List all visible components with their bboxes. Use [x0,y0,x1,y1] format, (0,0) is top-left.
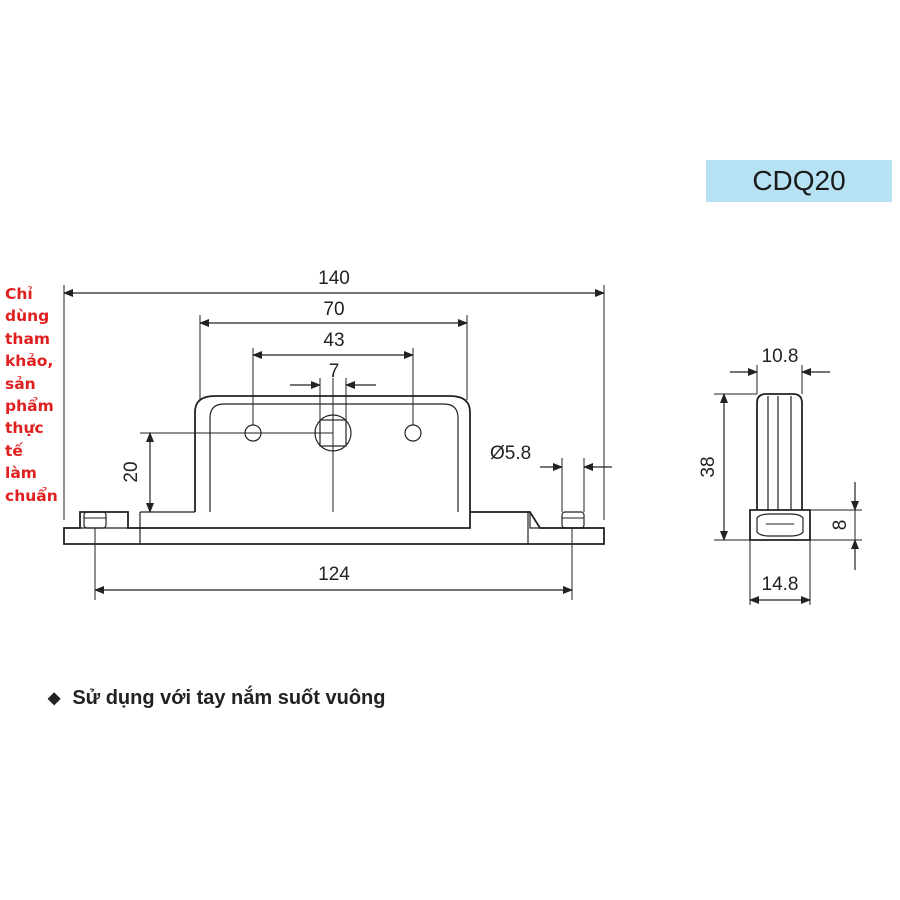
side-body-outline [756,393,803,510]
dim-height: 20 [121,461,142,482]
usage-note-text: Sử dụng với tay nắm suốt vuông [72,686,386,709]
disclaimer-note: Chỉ dùng tham khảo, sản phẩm thực tế làm chuẩn [5,283,65,507]
diamond-bullet-icon: ◆ [48,690,61,707]
disclaimer-line: dùng [5,307,50,326]
dim-side-base-width: 14.8 [762,574,799,595]
disclaimer-line: làm [5,464,37,483]
usage-note: ◆ Sử dụng với tay nắm suốt vuông [48,684,385,712]
bracket-inner-outline [209,403,459,512]
dim-side-height: 38 [698,456,719,477]
side-base-inner [756,513,804,537]
disclaimer-line: thực [5,419,44,438]
dim-side-top: 10.8 [762,346,799,367]
screw-left [83,511,107,529]
disclaimer-line: chuẩn [5,486,58,505]
screw-right [561,511,585,529]
model-badge: CDQ20 [706,160,892,202]
mount-hole-right [404,424,422,442]
dim-side-base-thickness: 8 [830,520,851,531]
front-view: 140 70 43 7 20 124 Ø5.8 [63,268,612,600]
side-view: 10.8 38 8 14.8 [698,346,862,605]
dim-spindle-square: 7 [329,361,340,382]
disclaimer-line: khảo, [5,352,54,371]
dim-mount-spacing: 124 [318,564,350,585]
disclaimer-line: tế [5,441,23,460]
dim-overall-length: 140 [318,268,350,289]
disclaimer-line: sản [5,374,36,393]
dim-bracket-width: 70 [323,299,344,320]
dim-screw-hole: Ø5.8 [490,443,531,464]
disclaimer-line: Chỉ [5,285,33,303]
disclaimer-line: tham [5,329,51,348]
disclaimer-line: phẩm [5,397,54,416]
dim-hole-spacing: 43 [323,330,344,351]
model-code: CDQ20 [752,165,846,196]
